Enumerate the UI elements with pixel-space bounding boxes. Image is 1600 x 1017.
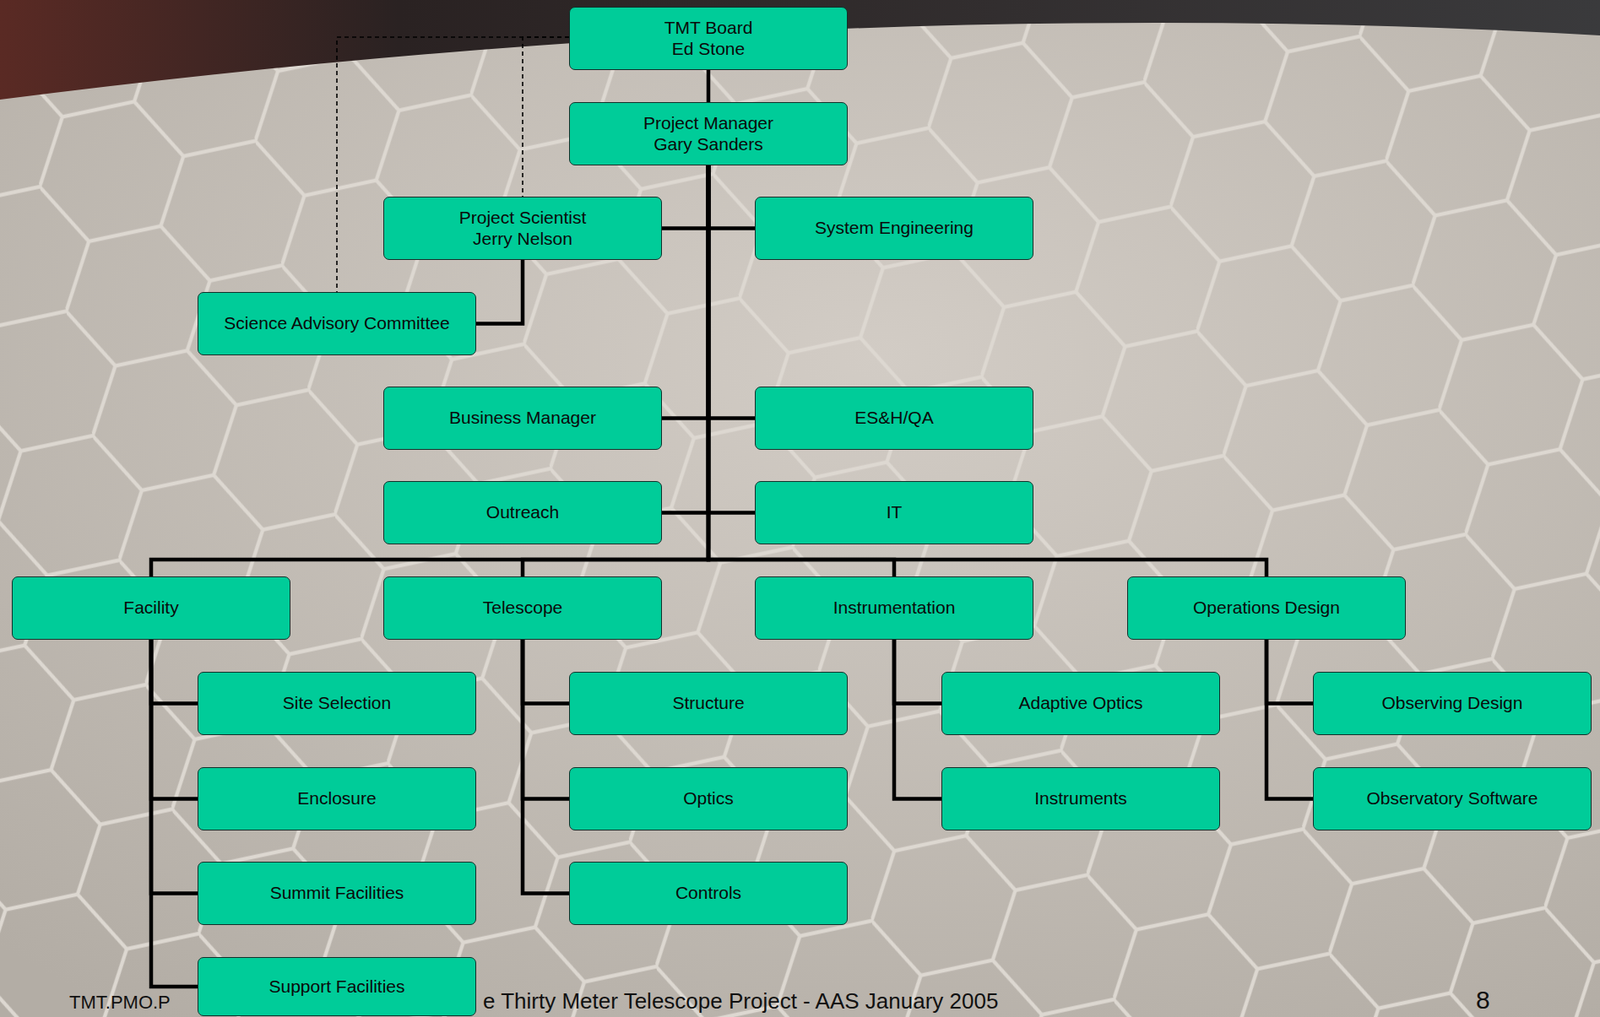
reporting-line — [476, 260, 523, 325]
box-text: Project Scientist — [459, 207, 587, 228]
box-text: Enclosure — [297, 788, 376, 809]
org-box: Support Facilities — [197, 957, 477, 1017]
box-text: Controls — [675, 883, 742, 904]
box-text: Instrumentation — [833, 597, 956, 619]
reporting-line — [151, 640, 198, 988]
reporting-line — [1266, 640, 1313, 705]
org-box: Instruments — [941, 767, 1221, 831]
box-text: TMT Board — [664, 17, 754, 38]
reporting-line — [522, 640, 570, 895]
reporting-line — [522, 640, 570, 705]
box-text: Operations Design — [1193, 597, 1340, 619]
reporting-line — [661, 165, 709, 514]
night-sky — [0, 0, 1600, 100]
box-text: Observing Design — [1382, 693, 1524, 714]
box-text: Adaptive Optics — [1018, 693, 1143, 714]
reporting-line — [151, 165, 709, 577]
box-text: Observatory Software — [1366, 788, 1538, 809]
box-text: Facility — [123, 597, 179, 619]
org-box: Instrumentation — [754, 576, 1034, 640]
box-text: Project Manager — [643, 113, 774, 134]
org-box: Observatory Software — [1312, 767, 1592, 831]
box-text: Optics — [683, 788, 734, 809]
reporting-line — [151, 640, 198, 895]
org-box: Structure — [569, 672, 848, 736]
org-box: Site Selection — [197, 672, 477, 736]
org-box: Operations Design — [1127, 576, 1406, 640]
reporting-line — [894, 640, 942, 800]
box-text: ES&H/QA — [854, 407, 933, 429]
dashed-link — [522, 37, 570, 197]
box-text: Instruments — [1034, 788, 1128, 809]
box-text: Business Manager — [449, 407, 597, 429]
box-text: Outreach — [486, 502, 559, 523]
reporting-line — [522, 640, 570, 800]
org-box: Observing Design — [1312, 672, 1592, 736]
box-text: System Engineering — [814, 217, 974, 239]
org-box: Business Manager — [383, 386, 662, 451]
org-box: Project ManagerGary Sanders — [569, 102, 848, 166]
org-box: Adaptive Optics — [941, 672, 1221, 736]
org-box: Optics — [569, 767, 848, 831]
box-text: Site Selection — [282, 693, 391, 714]
reporting-line — [708, 165, 755, 419]
reporting-line — [894, 640, 942, 705]
org-box: System Engineering — [754, 196, 1034, 261]
org-box: IT — [754, 481, 1034, 545]
box-text: Structure — [672, 693, 744, 714]
org-box: Enclosure — [197, 767, 477, 831]
org-box: Outreach — [383, 481, 662, 545]
reporting-line — [151, 640, 198, 705]
box-text: Gary Sanders — [653, 134, 764, 155]
org-box: ES&H/QA — [754, 386, 1034, 451]
reporting-line — [708, 165, 1267, 577]
reporting-line — [708, 165, 755, 514]
box-text: Science Advisory Committee — [223, 313, 450, 334]
org-box: Facility — [11, 576, 291, 640]
reporting-line — [151, 640, 198, 800]
box-text: IT — [886, 502, 903, 523]
org-box: Project ScientistJerry Nelson — [383, 196, 662, 261]
box-text: Support Facilities — [268, 976, 405, 998]
reporting-line — [708, 165, 755, 229]
reporting-line — [1266, 640, 1313, 800]
footer-text: 8 — [1475, 987, 1491, 1014]
org-box: Controls — [569, 862, 848, 926]
box-text: Ed Stone — [672, 38, 745, 60]
reporting-line — [706, 70, 711, 103]
footer-text: TMT.PMO.P — [69, 993, 171, 1013]
org-box: Telescope — [383, 576, 662, 640]
org-box: TMT BoardEd Stone — [569, 6, 848, 71]
org-box: Science Advisory Committee — [197, 292, 477, 356]
reporting-line — [661, 165, 709, 229]
org-box: Summit Facilities — [197, 862, 477, 926]
box-text: Summit Facilities — [270, 883, 405, 904]
box-text: Telescope — [482, 597, 564, 619]
reporting-line — [661, 165, 709, 419]
box-text: Jerry Nelson — [472, 228, 573, 250]
footer-text: e Thirty Meter Telescope Project - AAS J… — [482, 990, 998, 1013]
